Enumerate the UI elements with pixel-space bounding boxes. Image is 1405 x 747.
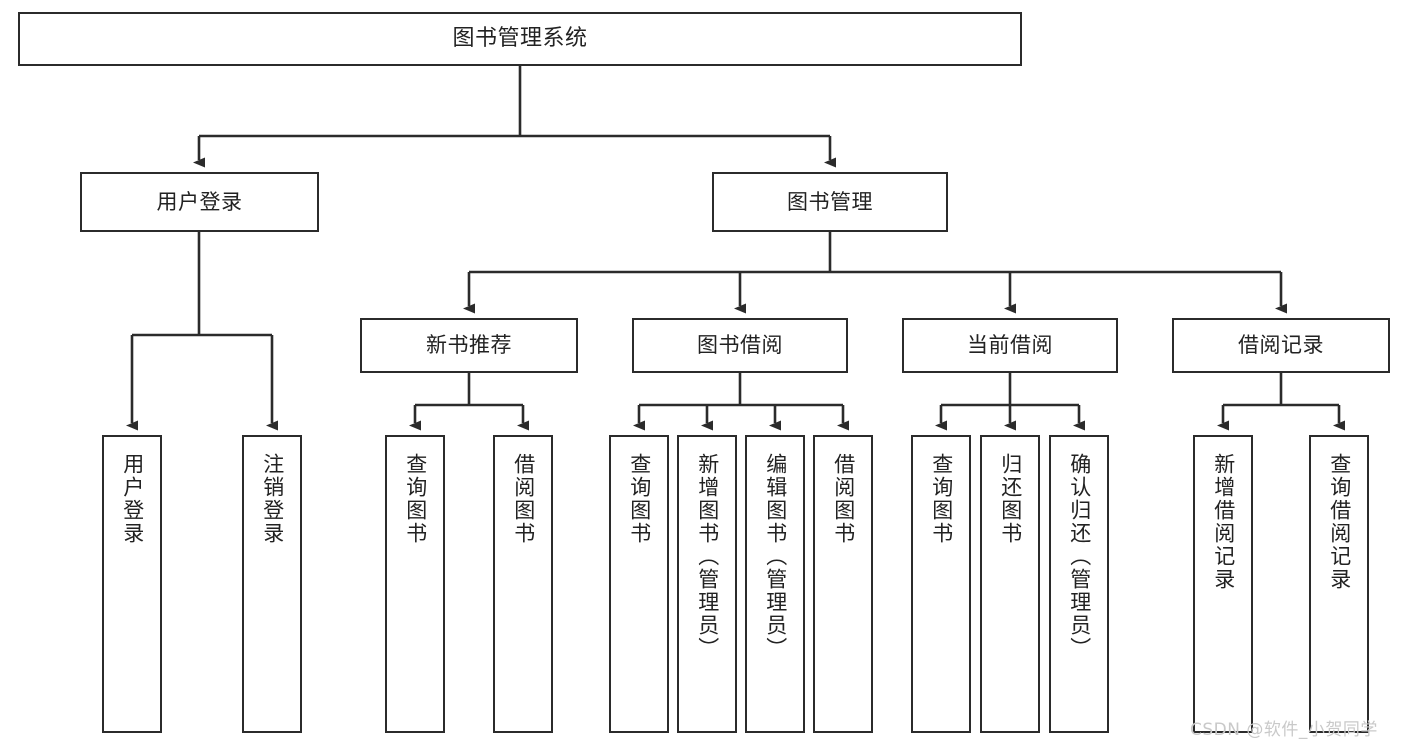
node-leaf-query-book-current[interactable]: 查询图书 [911,435,971,733]
node-label: 图书管理系统 [452,26,588,52]
node-leaf-borrow-book-recommend[interactable]: 借阅图书 [493,435,553,733]
node-borrow-record[interactable]: 借阅记录 [1172,318,1390,373]
node-label: 归还图书 [998,453,1023,545]
node-user-login[interactable]: 用户登录 [80,172,319,232]
node-label: 查询借阅记录 [1327,453,1352,591]
node-leaf-edit-book-admin[interactable]: 编辑图书（管理员） [745,435,805,733]
node-label: 当前借阅 [967,333,1053,358]
node-current-borrow[interactable]: 当前借阅 [902,318,1118,373]
node-label: 查询图书 [627,453,652,545]
node-root-book-management-system[interactable]: 图书管理系统 [18,12,1022,66]
node-label: 用户登录 [156,189,243,214]
node-leaf-query-book-recommend[interactable]: 查询图书 [385,435,445,733]
node-label: 注销登录 [260,453,285,545]
node-book-management[interactable]: 图书管理 [712,172,948,232]
node-label: 借阅图书 [831,453,856,545]
node-leaf-logout-login[interactable]: 注销登录 [242,435,302,733]
node-leaf-query-borrow-record[interactable]: 查询借阅记录 [1309,435,1369,733]
node-book-borrow[interactable]: 图书借阅 [632,318,848,373]
node-label: 查询图书 [403,453,428,545]
node-label: 新书推荐 [426,333,512,358]
node-label: 确认归还（管理员） [1067,453,1092,660]
node-label: 借阅图书 [511,453,536,545]
node-leaf-query-book-borrow[interactable]: 查询图书 [609,435,669,733]
node-label: 图书借阅 [697,333,783,358]
node-leaf-user-login[interactable]: 用户登录 [102,435,162,733]
node-label: 用户登录 [120,453,145,545]
node-leaf-return-book[interactable]: 归还图书 [980,435,1040,733]
node-label: 图书管理 [787,189,873,214]
node-label: 编辑图书（管理员） [763,453,788,660]
node-leaf-borrow-book[interactable]: 借阅图书 [813,435,873,733]
node-leaf-add-borrow-record[interactable]: 新增借阅记录 [1193,435,1253,733]
node-leaf-confirm-return-admin[interactable]: 确认归还（管理员） [1049,435,1109,733]
node-label: 新增图书（管理员） [695,453,720,660]
node-label: 借阅记录 [1238,333,1324,358]
node-leaf-add-book-admin[interactable]: 新增图书（管理员） [677,435,737,733]
node-label: 新增借阅记录 [1211,453,1236,591]
node-new-book-recommend[interactable]: 新书推荐 [360,318,578,373]
node-label: 查询图书 [929,453,954,545]
